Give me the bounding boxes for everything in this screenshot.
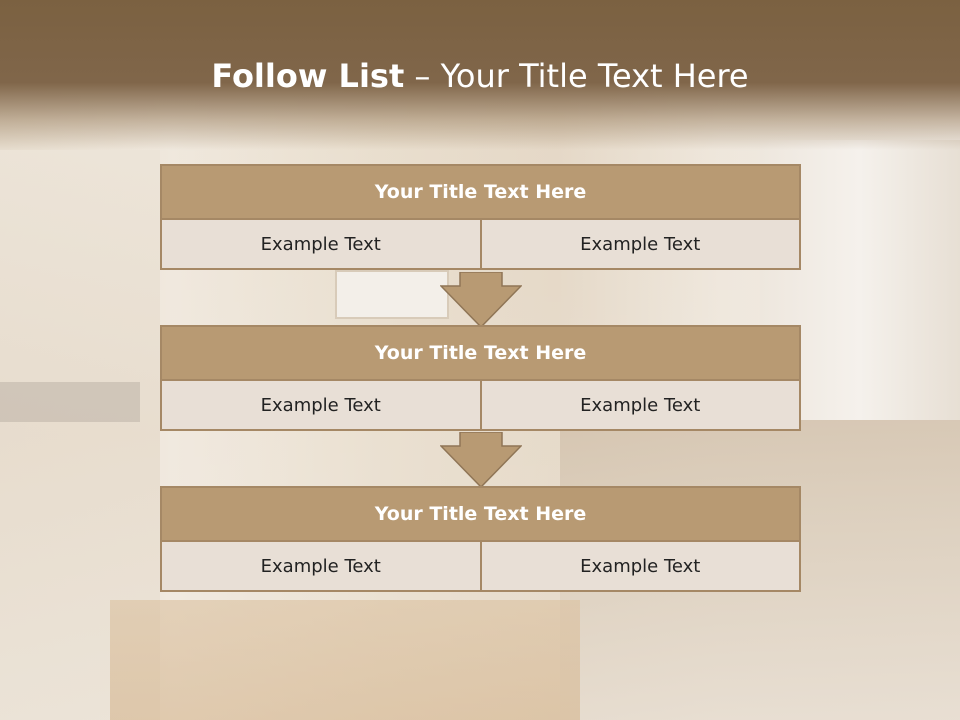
bg-left-counter bbox=[0, 382, 140, 422]
slide-title-rest: – Your Title Text Here bbox=[404, 57, 749, 95]
block-cell-left: Example Text bbox=[160, 220, 482, 270]
list-block-1: Your Title Text Here Example Text Exampl… bbox=[160, 164, 801, 270]
block-row: Example Text Example Text bbox=[160, 381, 801, 431]
block-cell-right: Example Text bbox=[481, 381, 801, 431]
block-cell-left: Example Text bbox=[160, 381, 482, 431]
block-row: Example Text Example Text bbox=[160, 220, 801, 270]
down-arrow-2 bbox=[440, 432, 522, 488]
block-title: Your Title Text Here bbox=[160, 164, 801, 220]
bg-window bbox=[335, 270, 449, 319]
list-block-2: Your Title Text Here Example Text Exampl… bbox=[160, 325, 801, 431]
list-block-3: Your Title Text Here Example Text Exampl… bbox=[160, 486, 801, 592]
block-title: Your Title Text Here bbox=[160, 486, 801, 542]
block-cell-left: Example Text bbox=[160, 542, 482, 592]
block-cell-right: Example Text bbox=[481, 220, 801, 270]
block-title: Your Title Text Here bbox=[160, 325, 801, 381]
title-bar bbox=[0, 0, 960, 150]
block-cell-right: Example Text bbox=[481, 542, 801, 592]
slide-title-bold: Follow List bbox=[211, 57, 405, 95]
block-row: Example Text Example Text bbox=[160, 542, 801, 592]
bg-floor bbox=[110, 600, 580, 720]
slide-title: Follow List – Your Title Text Here bbox=[0, 56, 960, 96]
down-arrow-1 bbox=[440, 272, 522, 328]
